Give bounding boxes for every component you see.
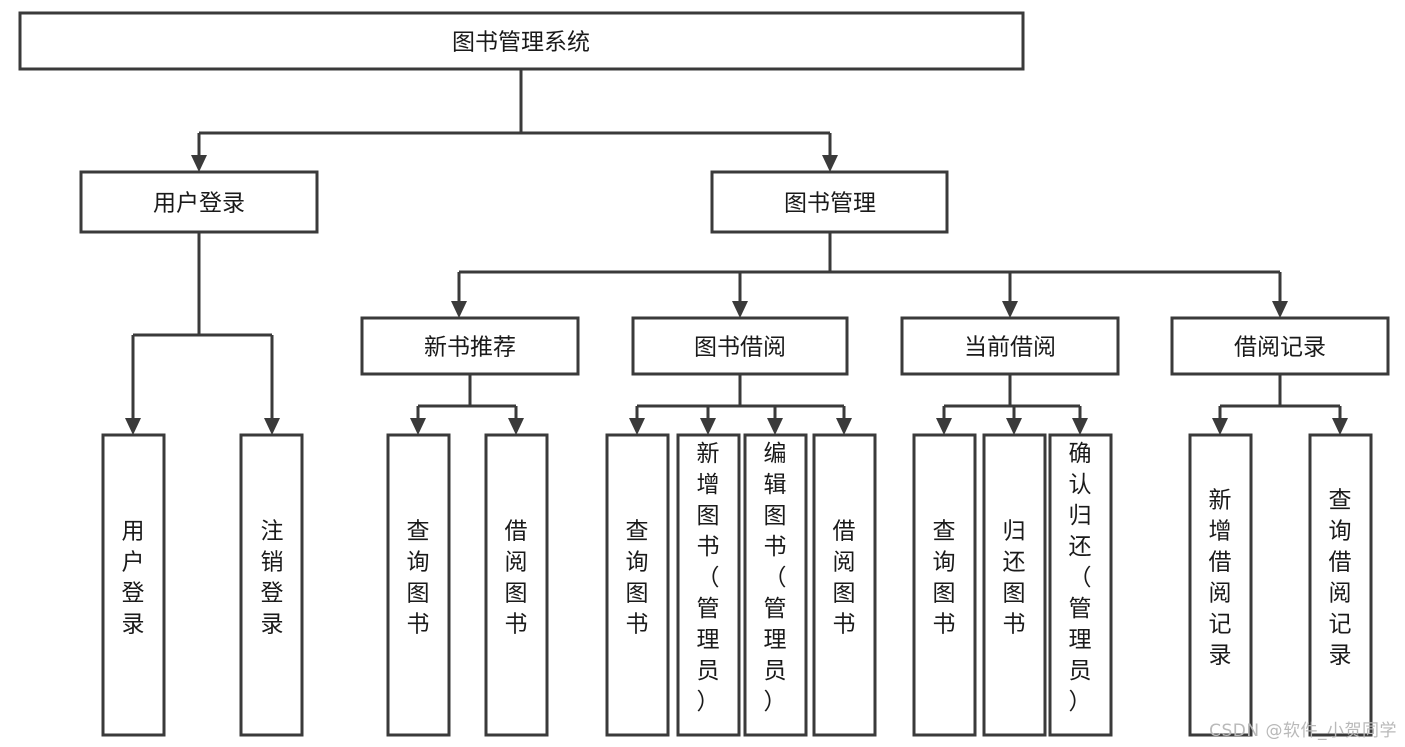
- arrowhead-leaf-add-book: [700, 418, 716, 435]
- node-leaf-borrow-book-1-box[interactable]: [484, 433, 549, 737]
- node-borrow-record-label: 借阅记录: [1234, 335, 1326, 361]
- node-leaf-return-book-box[interactable]: [982, 433, 1047, 737]
- arrowhead-book-management: [822, 155, 838, 172]
- arrowhead-leaf-confirm-return: [1072, 418, 1088, 435]
- node-leaf-user-login[interactable]: 用户登录: [101, 433, 166, 737]
- node-new-book-recommend-label: 新书推荐: [424, 335, 516, 361]
- arrowhead-user-login: [191, 155, 207, 172]
- node-leaf-query-record-label: 查询借阅记录: [1329, 488, 1352, 669]
- node-current-borrow[interactable]: 当前借阅: [900, 316, 1120, 376]
- node-leaf-borrow-book-2-label: 借阅图书: [833, 519, 856, 638]
- node-leaf-user-login-label: 用户登录: [122, 519, 145, 638]
- arrowhead-current-borrow: [1002, 301, 1018, 318]
- node-book-management[interactable]: 图书管理: [710, 170, 949, 234]
- node-leaf-logout[interactable]: 注销登录: [239, 433, 304, 737]
- node-new-book-recommend[interactable]: 新书推荐: [360, 316, 580, 376]
- arrowhead-new-book-recommend: [451, 301, 467, 318]
- arrowhead-leaf-edit-book: [767, 418, 783, 435]
- node-leaf-confirm-return-label: 确认归还（管理员）: [1069, 441, 1092, 715]
- node-leaf-confirm-return[interactable]: 确认归还（管理员）: [1048, 433, 1113, 737]
- arrowhead-leaf-borrow-book-1: [508, 418, 524, 435]
- node-leaf-borrow-book-1[interactable]: 借阅图书: [484, 433, 549, 737]
- node-leaf-add-book-box[interactable]: [676, 433, 741, 737]
- node-leaf-query-book-3-box[interactable]: [912, 433, 977, 737]
- csdn-watermark: CSDN @软件_小贺同学: [1209, 721, 1397, 741]
- node-leaf-user-login-box[interactable]: [101, 433, 166, 737]
- node-leaf-query-book-2[interactable]: 查询图书: [605, 433, 670, 737]
- node-leaf-logout-box[interactable]: [239, 433, 304, 737]
- node-borrow-record[interactable]: 借阅记录: [1170, 316, 1390, 376]
- arrowhead-leaf-query-book-2: [629, 418, 645, 435]
- node-leaf-return-book-label: 归还图书: [1003, 519, 1026, 638]
- node-user-login-box[interactable]: [79, 170, 319, 234]
- node-book-borrow[interactable]: 图书借阅: [631, 316, 849, 376]
- node-book-borrow-label: 图书借阅: [694, 335, 786, 361]
- node-leaf-add-record[interactable]: 新增借阅记录: [1188, 433, 1253, 737]
- arrowhead-leaf-return-book: [1006, 418, 1022, 435]
- connectors-layer: [125, 69, 1348, 435]
- node-leaf-add-book[interactable]: 新增图书（管理员）: [676, 433, 741, 737]
- node-leaf-query-record[interactable]: 查询借阅记录: [1308, 433, 1373, 737]
- node-root-label: 图书管理系统: [452, 30, 590, 56]
- node-leaf-query-book-1-label: 查询图书: [407, 519, 430, 638]
- node-leaf-edit-book-box[interactable]: [743, 433, 808, 737]
- node-leaf-confirm-return-box[interactable]: [1048, 433, 1113, 737]
- node-leaf-logout-label: 注销登录: [261, 519, 284, 638]
- arrowhead-leaf-add-record: [1212, 418, 1228, 435]
- node-book-management-label: 图书管理: [784, 191, 876, 217]
- arrowhead-leaf-query-record: [1332, 418, 1348, 435]
- node-leaf-add-book-label: 新增图书（管理员）: [697, 441, 720, 715]
- node-leaf-query-book-3[interactable]: 查询图书: [912, 433, 977, 737]
- node-leaf-query-record-box[interactable]: [1308, 433, 1373, 737]
- node-leaf-borrow-book-2-box[interactable]: [812, 433, 877, 737]
- node-leaf-return-book[interactable]: 归还图书: [982, 433, 1047, 737]
- node-leaf-query-book-2-label: 查询图书: [626, 519, 649, 638]
- node-leaf-edit-book-label: 编辑图书（管理员）: [764, 441, 787, 715]
- node-user-login-label: 用户登录: [153, 191, 245, 217]
- node-root-box[interactable]: [18, 11, 1025, 71]
- node-user-login[interactable]: 用户登录: [79, 170, 319, 234]
- node-current-borrow-box[interactable]: [900, 316, 1120, 376]
- node-leaf-query-book-1[interactable]: 查询图书: [386, 433, 451, 737]
- node-current-borrow-label: 当前借阅: [964, 335, 1056, 361]
- node-leaf-edit-book[interactable]: 编辑图书（管理员）: [743, 433, 808, 737]
- arrowhead-leaf-user-login: [125, 418, 141, 435]
- node-leaf-borrow-book-2[interactable]: 借阅图书: [812, 433, 877, 737]
- node-leaf-query-book-3-label: 查询图书: [933, 519, 956, 638]
- node-leaf-query-book-2-box[interactable]: [605, 433, 670, 737]
- node-leaf-add-record-label: 新增借阅记录: [1209, 488, 1232, 669]
- node-book-borrow-box[interactable]: [631, 316, 849, 376]
- node-book-management-box[interactable]: [710, 170, 949, 234]
- arrowhead-leaf-borrow-book-2: [836, 418, 852, 435]
- node-root[interactable]: 图书管理系统: [18, 11, 1025, 71]
- node-borrow-record-box[interactable]: [1170, 316, 1390, 376]
- arrowhead-book-borrow: [732, 301, 748, 318]
- node-leaf-query-book-1-box[interactable]: [386, 433, 451, 737]
- arrowhead-borrow-record: [1272, 301, 1288, 318]
- arrowhead-leaf-query-book-1: [410, 418, 426, 435]
- arrowhead-leaf-query-book-3: [936, 418, 952, 435]
- node-leaf-add-record-box[interactable]: [1188, 433, 1253, 737]
- node-new-book-recommend-box[interactable]: [360, 316, 580, 376]
- node-leaf-borrow-book-1-label: 借阅图书: [505, 519, 528, 638]
- arrowhead-leaf-logout: [264, 418, 280, 435]
